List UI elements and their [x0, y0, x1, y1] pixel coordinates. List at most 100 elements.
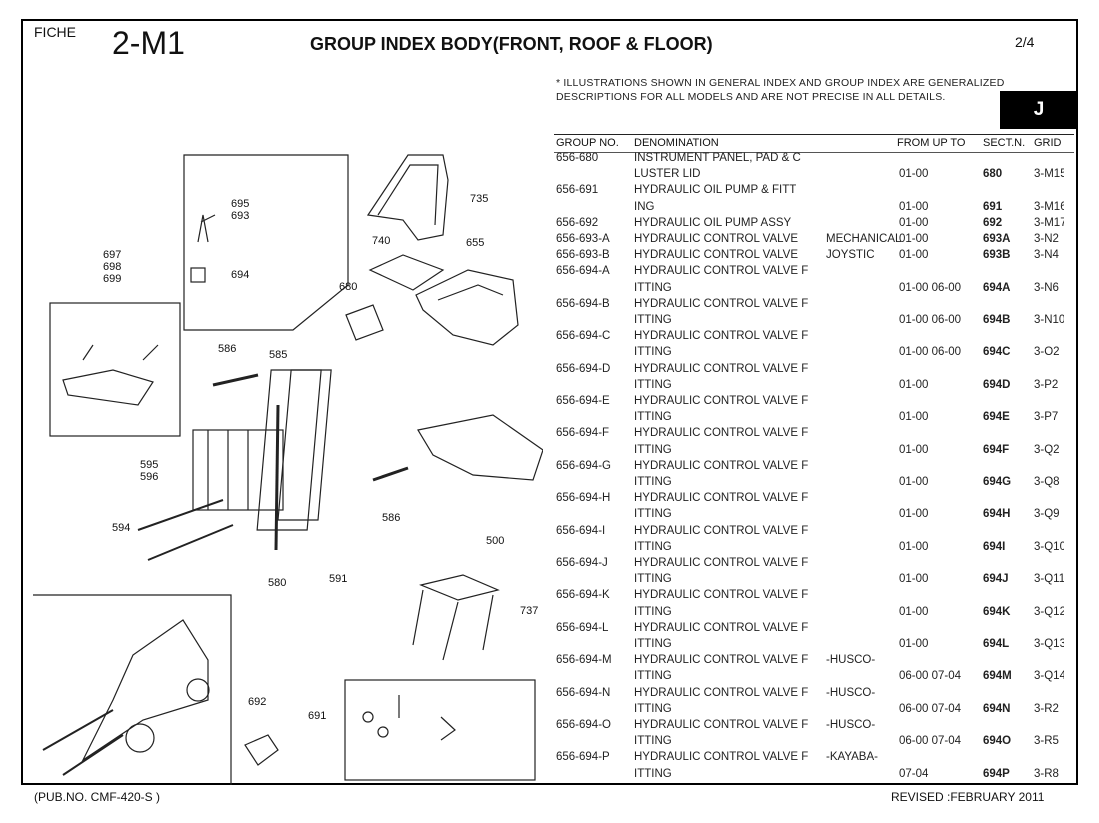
from-up-to-cell: 01-00 06-00	[899, 314, 962, 326]
grid-cell: 3-Q14	[1034, 670, 1064, 683]
grid-cell: 3-N4	[1034, 249, 1059, 262]
col-grid: GRID	[1034, 137, 1062, 149]
sect-cell: 694L	[983, 638, 1010, 650]
svg-text:695: 695	[231, 198, 249, 210]
svg-text:699: 699	[103, 273, 121, 285]
sect-cell: 694E	[983, 411, 1010, 424]
sect-cell: 680	[983, 168, 1003, 181]
from-up-to-cell: 06-00 07-04	[899, 735, 962, 748]
grid-cell: 3-N2	[1034, 233, 1059, 245]
lever-part	[197, 214, 216, 243]
publication-number: (PUB.NO. CMF-420-S )	[34, 790, 161, 804]
grid-cell: 3-M17	[1034, 216, 1064, 229]
revision-date: REVISED :FEBRUARY 2011	[891, 790, 1045, 804]
group-no-cell: 656-694-D	[556, 362, 611, 375]
denomination-cell: HYDRAULIC CONTROL VALVE	[634, 249, 799, 262]
floor-part	[415, 269, 519, 346]
denomination-cell: HYDRAULIC CONTROL VALVE F	[634, 589, 809, 602]
section-tab[interactable]: J	[1000, 91, 1078, 129]
denomination-cell: HYDRAULIC CONTROL VALVE	[634, 233, 799, 245]
carriage-part	[192, 429, 284, 511]
group-no-cell: 656-694-H	[556, 492, 611, 505]
from-up-to-cell: 01-00	[899, 540, 929, 553]
denomination-cell: ITTING	[634, 540, 672, 553]
group-no-cell: 656-694-K	[556, 589, 610, 602]
group-no-cell: 656-694-N	[556, 686, 611, 699]
pump-part	[244, 734, 279, 766]
denomination-cell: ITTING	[634, 346, 672, 359]
sect-cell: 694N	[983, 702, 1011, 715]
sect-cell: 693A	[983, 233, 1011, 245]
pin-part	[212, 373, 409, 482]
col-denomination: DENOMINATION	[634, 137, 719, 149]
denomination-cell: HYDRAULIC CONTROL VALVE F	[634, 686, 809, 699]
from-up-to-cell: 01-00	[899, 573, 929, 586]
grid-cell: 3-Q9	[1034, 508, 1060, 521]
denomination-cell: ITTING	[634, 605, 672, 618]
denomination-cell: ITTING	[634, 378, 672, 391]
from-up-to-cell: 01-00 06-00	[899, 281, 962, 294]
grid-cell: 3-Q2	[1034, 443, 1060, 456]
svg-text:594: 594	[112, 522, 130, 534]
variant-cell: JOYSTIC	[826, 249, 875, 262]
from-up-to-cell: 01-00	[899, 249, 929, 262]
sect-cell: 691	[983, 200, 1003, 213]
panel-part	[345, 304, 384, 341]
group-no-cell: 656-694-B	[556, 297, 610, 310]
sect-cell: 694B	[983, 314, 1011, 326]
sect-cell: 694I	[983, 540, 1006, 553]
from-up-to-cell: 01-00	[899, 233, 929, 245]
grid-cell: 3-R8	[1034, 767, 1059, 780]
stool-part	[412, 574, 500, 661]
grid-cell: 3-R2	[1034, 702, 1059, 715]
sect-cell: 694A	[983, 281, 1011, 294]
group-no-cell: 656-694-E	[556, 395, 610, 407]
svg-text:596: 596	[140, 471, 158, 483]
forks-part	[137, 499, 234, 561]
sect-cell: 694M	[983, 670, 1012, 683]
switch-part	[190, 267, 206, 283]
grid-cell: 3-M15	[1034, 168, 1064, 181]
page-frame	[21, 19, 1078, 785]
grid-cell: 3-N6	[1034, 281, 1059, 294]
illustration-note: * ILLUSTRATIONS SHOWN IN GENERAL INDEX A…	[556, 76, 1004, 104]
grid-cell: 3-Q12	[1034, 605, 1064, 618]
denomination-cell: ITTING	[634, 314, 672, 326]
grid-cell: 3-N10	[1034, 314, 1064, 326]
denomination-cell: ITTING	[634, 573, 672, 586]
denomination-cell: ITTING	[634, 638, 672, 650]
denomination-cell: HYDRAULIC CONTROL VALVE F	[634, 621, 809, 634]
inset-box-pedals	[49, 302, 181, 437]
svg-text:655: 655	[466, 237, 484, 249]
denomination-cell: ING	[634, 200, 655, 213]
inset-box-fittings	[344, 679, 536, 781]
grid-cell: 3-P2	[1034, 378, 1059, 391]
svg-text:735: 735	[470, 193, 488, 205]
svg-text:580: 580	[268, 577, 286, 589]
denomination-cell: ITTING	[634, 411, 672, 424]
sect-cell: 694F	[983, 443, 1010, 456]
svg-text:694: 694	[231, 269, 249, 281]
grid-cell: 3-Q11	[1034, 573, 1064, 586]
from-up-to-cell: 01-00	[899, 411, 929, 424]
col-from-up-to: FROM UP TO	[897, 137, 966, 149]
svg-text:692: 692	[248, 696, 266, 708]
from-up-to-cell: 01-00	[899, 476, 929, 488]
denomination-cell: HYDRAULIC CONTROL VALVE F	[634, 265, 809, 278]
grid-cell: 3-O2	[1034, 346, 1060, 359]
denomination-cell: HYDRAULIC CONTROL VALVE F	[634, 524, 809, 537]
denomination-cell: INSTRUMENT PANEL, PAD & C	[634, 152, 801, 164]
denomination-cell: HYDRAULIC CONTROL VALVE F	[634, 654, 809, 667]
group-no-cell: 656-694-L	[556, 621, 609, 634]
from-up-to-cell: 06-00 07-04	[899, 702, 962, 715]
from-up-to-cell: 01-00 06-00	[899, 346, 962, 359]
grid-cell: 3-M16	[1034, 200, 1064, 213]
from-up-to-cell: 01-00	[899, 443, 929, 456]
pedal-part	[62, 344, 159, 406]
group-no-cell: 656-694-G	[556, 459, 611, 472]
inset-box-controls	[183, 154, 349, 331]
group-no-cell: 656-694-A	[556, 265, 610, 278]
sect-cell: 694O	[983, 735, 1012, 748]
grid-cell: 3-P7	[1034, 411, 1059, 424]
forklift-body	[81, 619, 209, 762]
